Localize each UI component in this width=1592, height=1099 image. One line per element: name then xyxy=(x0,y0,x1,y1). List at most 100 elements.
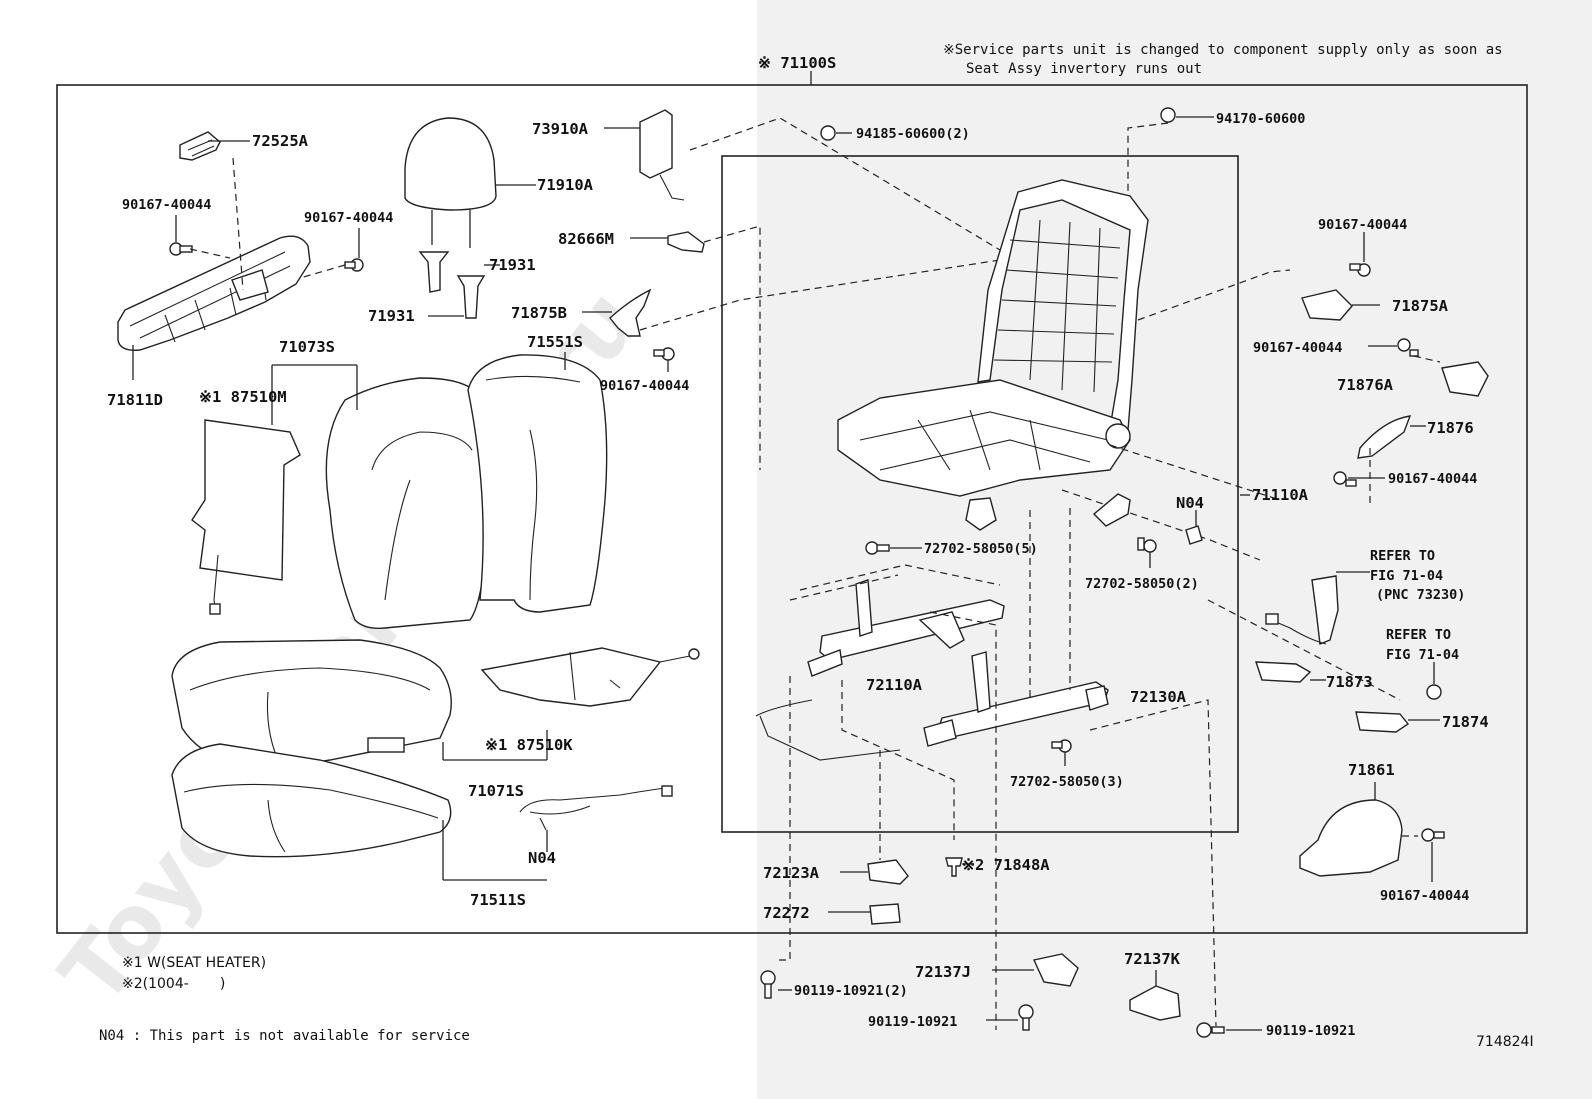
label-71874: 71874 xyxy=(1442,713,1489,731)
label-90167-e: 90167-40044 xyxy=(1253,340,1342,356)
refer2-line2: FIG 71-04 xyxy=(1386,647,1459,663)
label-87510M: ※1 87510M xyxy=(199,388,287,406)
bolt-90119-a xyxy=(760,970,776,999)
label-71876A: 71876A xyxy=(1337,376,1394,394)
screw-90167-b xyxy=(344,258,364,272)
seat-track-72110A-part xyxy=(807,579,1005,677)
label-N04-a: N04 xyxy=(528,849,556,867)
bolt-90119-b xyxy=(1018,1004,1034,1031)
label-72130A: 72130A xyxy=(1130,688,1187,706)
label-71873: 71873 xyxy=(1326,673,1373,691)
legend-note1: ※1 W(SEAT HEATER) xyxy=(122,955,267,971)
label-71110A: 71110A xyxy=(1252,486,1309,504)
label-72702-c: 72702-58050(3) xyxy=(1010,774,1124,790)
cover-71861-part xyxy=(1299,799,1403,877)
bolt-72702-c xyxy=(1051,739,1072,753)
belt-buckle-part xyxy=(1265,575,1339,645)
nut-94185-part xyxy=(820,125,836,141)
label-72272: 72272 xyxy=(763,904,810,922)
bracket-71873-part xyxy=(1255,661,1312,683)
refer1-line1: REFER TO xyxy=(1370,548,1435,564)
outer-frame xyxy=(56,84,1528,934)
label-90167-g: 90167-40044 xyxy=(1380,888,1469,904)
label-94185: 94185-60600(2) xyxy=(856,126,970,142)
label-72137K: 72137K xyxy=(1124,950,1181,968)
seat-side-shield-part xyxy=(117,235,311,351)
cover-71875B-part xyxy=(609,288,652,337)
inner-frame xyxy=(721,155,1239,833)
label-71811D: 71811D xyxy=(107,391,163,409)
nut-71874-small xyxy=(1426,684,1442,700)
bracket-71874-part xyxy=(1355,711,1410,733)
label-72702-b: 72702-58050(2) xyxy=(1085,576,1199,592)
screw-90167-f xyxy=(1333,471,1357,487)
seatback-cover-part xyxy=(325,377,493,630)
cover-71876A-part xyxy=(1441,361,1489,397)
label-87510K: ※1 87510K xyxy=(485,736,573,754)
label-71931-a: 71931 xyxy=(489,256,536,274)
cover-72137K-part xyxy=(1129,985,1181,1021)
refer1-line3: (PNC 73230) xyxy=(1376,587,1465,603)
label-90167-c: 90167-40044 xyxy=(600,378,689,394)
screw-90167-e xyxy=(1397,338,1419,357)
clip-72525A-part xyxy=(179,131,221,161)
label-71931-b: 71931 xyxy=(368,307,415,325)
cover-71875A-part xyxy=(1301,289,1353,321)
service-note-line2: Seat Assy invertory runs out xyxy=(966,61,1203,77)
screw-90167-g xyxy=(1421,828,1445,842)
bolt-72702-b xyxy=(1137,537,1157,553)
label-90167-a: 90167-40044 xyxy=(122,197,211,213)
bolt-72702-a xyxy=(865,541,890,555)
bracket-inner-part xyxy=(1092,493,1131,527)
seatback-heater-part xyxy=(191,419,301,615)
label-71875B: 71875B xyxy=(511,304,567,322)
pin-71848A-part xyxy=(945,857,963,877)
legend-note2: ※2(1004- ) xyxy=(122,976,226,992)
label-N04-b: N04 xyxy=(1176,494,1204,512)
bracket-82666M-part xyxy=(667,231,705,253)
label-90119-a: 90119-10921(2) xyxy=(794,983,908,999)
label-72123A: 72123A xyxy=(763,864,820,882)
label-90167-f: 90167-40044 xyxy=(1388,471,1477,487)
label-71551S: 71551S xyxy=(527,333,583,351)
cover-72137J-part xyxy=(1033,953,1079,987)
cushion-heater-part xyxy=(480,647,700,707)
label-71875A: 71875A xyxy=(1392,297,1449,315)
label-94170: 94170-60600 xyxy=(1216,111,1305,127)
label-90119-b: 90119-10921 xyxy=(868,1014,957,1030)
figure-id: 714824I xyxy=(1476,1034,1534,1050)
seatback-pad-part xyxy=(467,354,608,613)
refer2-line1: REFER TO xyxy=(1386,627,1451,643)
label-72702-a: 72702-58050(5) xyxy=(924,541,1038,557)
harness-N04-part xyxy=(519,785,673,831)
cushion-cover-part xyxy=(171,639,452,768)
label-71910A: 71910A xyxy=(537,176,594,194)
bolt-90119-c xyxy=(1196,1022,1225,1038)
label-72110A: 72110A xyxy=(866,676,923,694)
label-72137J: 72137J xyxy=(915,963,971,981)
clip-72272-part xyxy=(869,903,901,925)
label-72525A: 72525A xyxy=(252,132,309,150)
label-82666M: 82666M xyxy=(558,230,614,248)
headrest-guide-71931-part xyxy=(418,251,486,319)
screw-90167-d xyxy=(1349,263,1371,277)
seat-frame-part xyxy=(837,179,1149,531)
screw-90167-c xyxy=(653,347,675,361)
cover-71876-part xyxy=(1357,415,1412,459)
side-airbag-part xyxy=(639,109,685,201)
label-71511S: 71511S xyxy=(470,891,526,909)
label-73910A: 73910A xyxy=(532,120,589,138)
refer1-line2: FIG 71-04 xyxy=(1370,568,1443,584)
cushion-pad-part xyxy=(171,743,452,858)
label-71848A: ※2 71848A xyxy=(962,856,1050,874)
label-71100S: ※ 71100S xyxy=(758,54,836,72)
seat-track-72130A-part xyxy=(923,651,1109,747)
nut-94170-part xyxy=(1160,107,1176,123)
label-90167-d: 90167-40044 xyxy=(1318,217,1407,233)
label-71073S: 71073S xyxy=(279,338,335,356)
service-note-line1: ※Service parts unit is changed to compon… xyxy=(943,42,1503,58)
label-90167-b: 90167-40044 xyxy=(304,210,393,226)
screw-90167-a xyxy=(169,242,193,256)
clip-N04-part xyxy=(1185,525,1203,545)
